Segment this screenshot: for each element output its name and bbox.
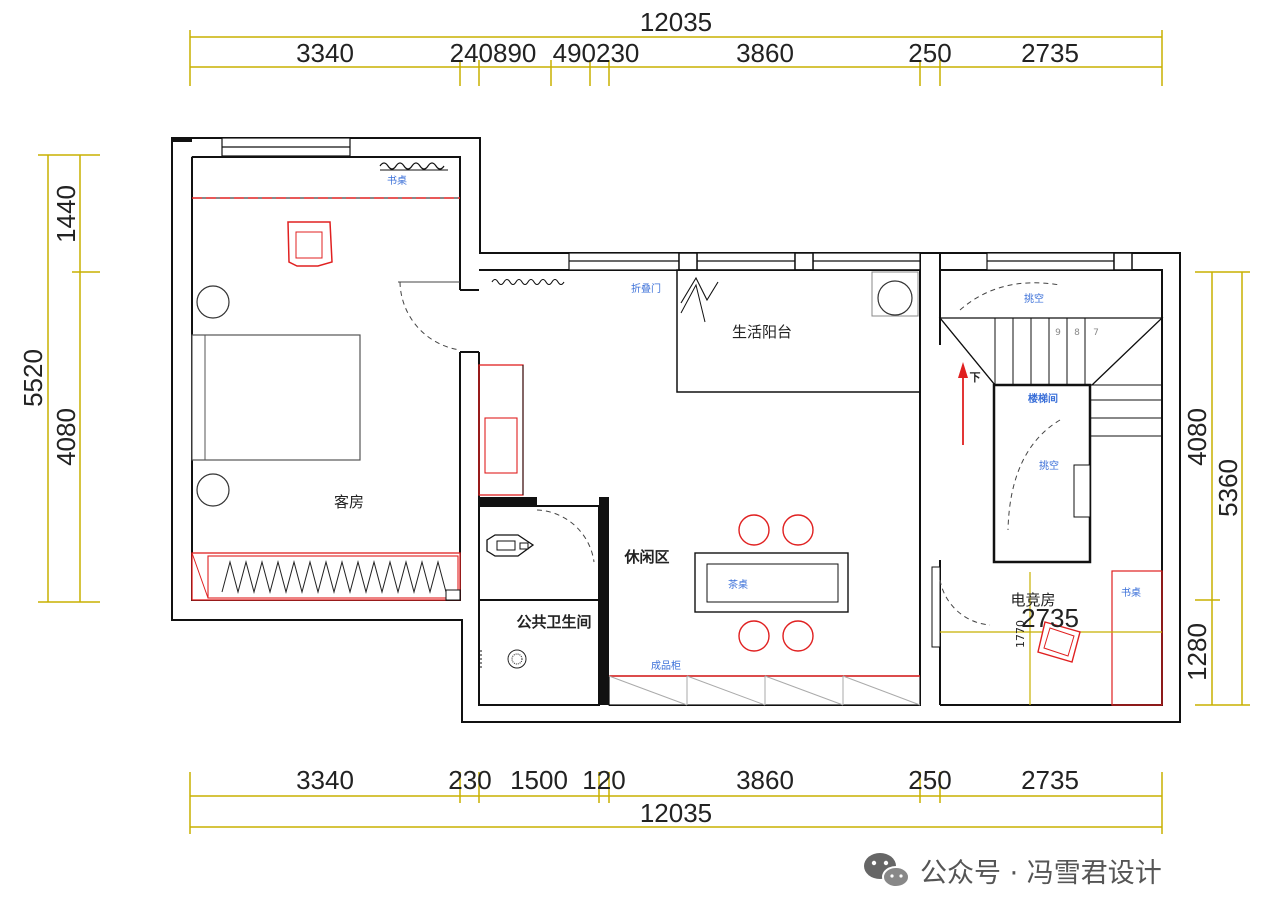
dim-bottom-seg-5: 3860 [736,765,794,795]
label-stairwell: 楼梯间 [1028,392,1058,405]
dim-bottom-seg-4: 120 [582,765,625,795]
dim-top-seg-4: 3860 [736,38,794,68]
dim-top-seg-2: 240890 [450,38,537,68]
label-step-8: 8 [1074,328,1080,338]
label-folding-door: 折叠门 [631,282,661,295]
dim-left-seg-2: 4080 [51,408,81,466]
room-lounge: 休闲区 [623,548,669,566]
dim-top-total: 12035 [640,7,712,37]
guest-room-furniture [191,156,461,601]
watermark-text: 公众号 · 冯雪君设计 [920,858,1162,889]
label-cabinet: 成品柜 [651,659,681,672]
label-void-1: 挑空 [1024,292,1044,305]
esports-room [931,566,1163,706]
dim-right-total: 5360 [1213,459,1243,517]
dim-inner-height: 1770 [1014,620,1027,648]
left-dimensions [38,154,100,603]
wechat-icon [864,853,910,888]
bottom-dimensions [189,772,1163,834]
dim-bottom-total: 12035 [640,798,712,828]
window-posts [678,252,1133,271]
top-dimensions [189,30,1163,86]
dim-left-seg-1: 1440 [51,185,81,243]
label-desk-esports: 书桌 [1121,586,1141,599]
wall-fill [172,138,609,705]
dim-top-seg-3: 490230 [553,38,640,68]
dim-bottom-seg-2: 230 [448,765,491,795]
label-void-2: 挑空 [1039,459,1059,472]
corridor-items [478,278,565,496]
dim-bottom-seg-6: 250 [908,765,951,795]
dim-right-seg-1: 4080 [1182,408,1212,466]
room-guest-room: 客房 [334,493,364,511]
dim-inner-width: 2735 [1021,603,1079,633]
dim-left-total: 5520 [18,349,48,407]
dim-right-seg-2: 1280 [1182,623,1212,681]
dim-top-seg-5: 250 [908,38,951,68]
label-step-9: 9 [1055,328,1061,338]
label-tea-table: 茶桌 [728,578,748,591]
room-esports: 电竞房 [1010,591,1055,609]
lounge-furniture [608,514,921,706]
room-balcony: 生活阳台 [732,323,792,341]
dim-top-seg-6: 2735 [1021,38,1079,68]
dim-top-seg-1: 3340 [296,38,354,68]
dim-bottom-seg-7: 2735 [1021,765,1079,795]
label-desk-guest: 书桌 [387,174,407,187]
dim-bottom-seg-3: 1500 [510,765,568,795]
stairwell [938,269,1164,564]
bathroom-fixtures [480,509,595,669]
balcony-area [676,269,921,393]
room-bathroom: 公共卫生间 [516,613,591,631]
label-down: 下 [970,371,981,384]
dim-bottom-seg-1: 3340 [296,765,354,795]
right-dimensions [1195,271,1250,706]
label-step-7: 7 [1093,328,1099,338]
